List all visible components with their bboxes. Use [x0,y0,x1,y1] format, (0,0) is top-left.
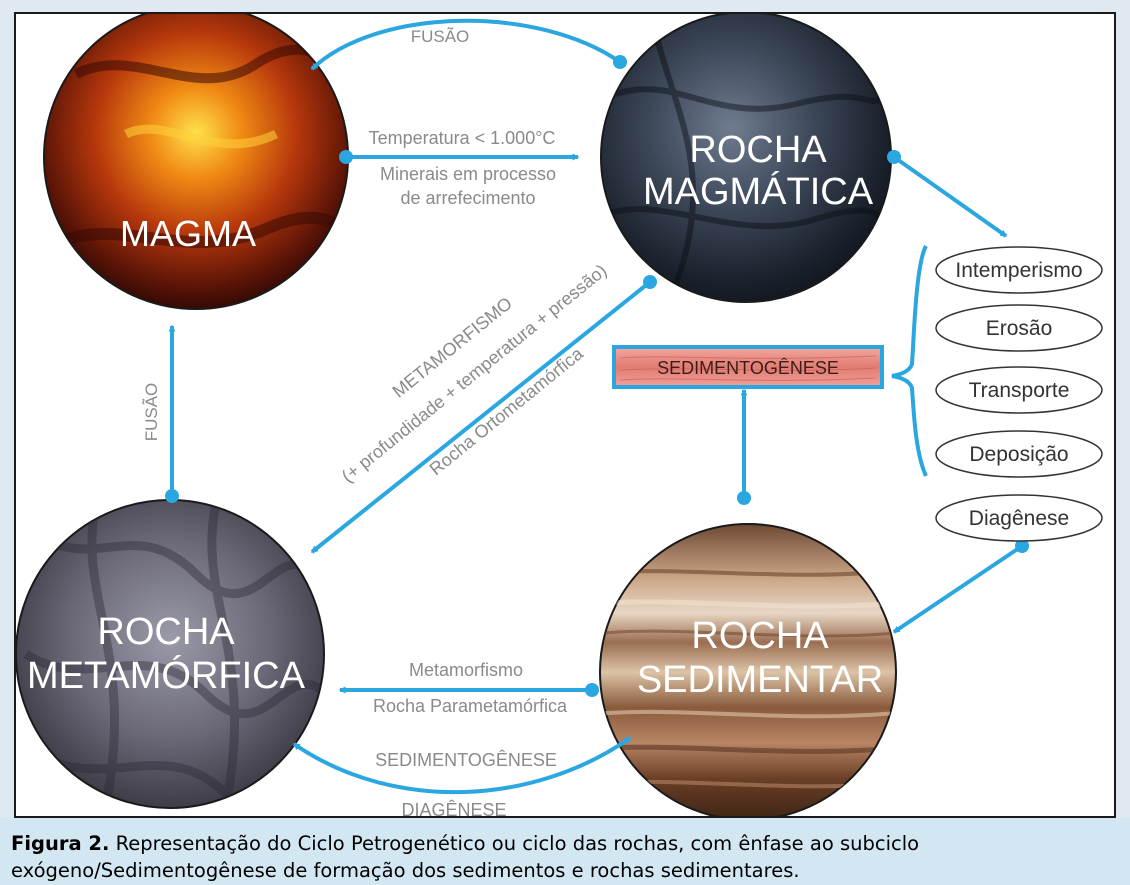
figure-caption: Figura 2. Representação do Ciclo Petroge… [11,830,1116,884]
fusao-top-label: FUSÃO [411,27,470,46]
metamorphism-diagonal-label-line2: (+ profundidade + temperatura + pressão) [338,260,611,486]
process-item: Deposição [969,443,1068,466]
igneous-rock-label-line2: MAGMÁTICA [643,170,874,213]
rock-cycle-diagram: MAGMA ROCHA MAGMÁTICA ROCHA METAMÓRFICA … [14,12,1116,818]
sedimentogenese-bottom-arrow [292,736,632,795]
metamorphism-bottom-label-line2: Rocha Parametamórfica [373,696,568,716]
metamorphic-rock-label-line1: ROCHA [97,611,235,653]
caption-panel: Figura 2. Representação do Ciclo Petroge… [0,818,1130,885]
fusao-left-label: FUSÃO [142,383,161,442]
process-item: Intemperismo [955,259,1082,282]
caption-label: Figura 2. [11,832,110,855]
metamorphism-diagonal-arrow [310,280,652,554]
metamorphism-bottom-label-line1: Metamorfismo [409,660,523,680]
cooling-label-line3: de arrefecimento [400,188,535,208]
igneous-rock-label-line1: ROCHA [689,129,827,171]
sedimentary-rock-label-line2: SEDIMENTAR [637,659,883,701]
sedimentary-rock-label-line1: ROCHA [691,615,829,657]
process-list [935,246,1103,542]
metamorphism-diagonal-label-line3: Rocha Ortometamórfica [426,343,588,479]
processes-brace [891,245,928,477]
sedimentogenese-box: SEDIMENTOGÊNESE [612,345,884,389]
process-item: Erosão [986,317,1053,340]
process-item: Transporte [969,379,1070,402]
metamorphic-rock-circle [16,499,325,809]
magma-circle [43,14,349,310]
cooling-label-line1: Temperatura < 1.000°C [369,128,556,148]
caption-text: Representação do Ciclo Petrogenético ou … [11,832,920,882]
weathering-arrow [892,155,1008,238]
metamorphic-rock-label-line2: METAMÓRFICA [27,654,306,697]
diagenese-bottom-label: DIAGÊNESE [401,800,506,816]
fusao-top-arrow [310,18,622,71]
sedimentogenese-box-label: SEDIMENTOGÊNESE [657,358,839,378]
diagram-canvas: MAGMA ROCHA MAGMÁTICA ROCHA METAMÓRFICA … [16,14,1103,816]
cooling-label-line2: Minerais em processo [380,164,556,184]
sedimentogenese-bottom-label: SEDIMENTOGÊNESE [375,750,557,770]
process-item: Diagênese [969,507,1069,530]
diagenese-arrow [892,544,1024,634]
magma-label: MAGMA [120,213,256,254]
